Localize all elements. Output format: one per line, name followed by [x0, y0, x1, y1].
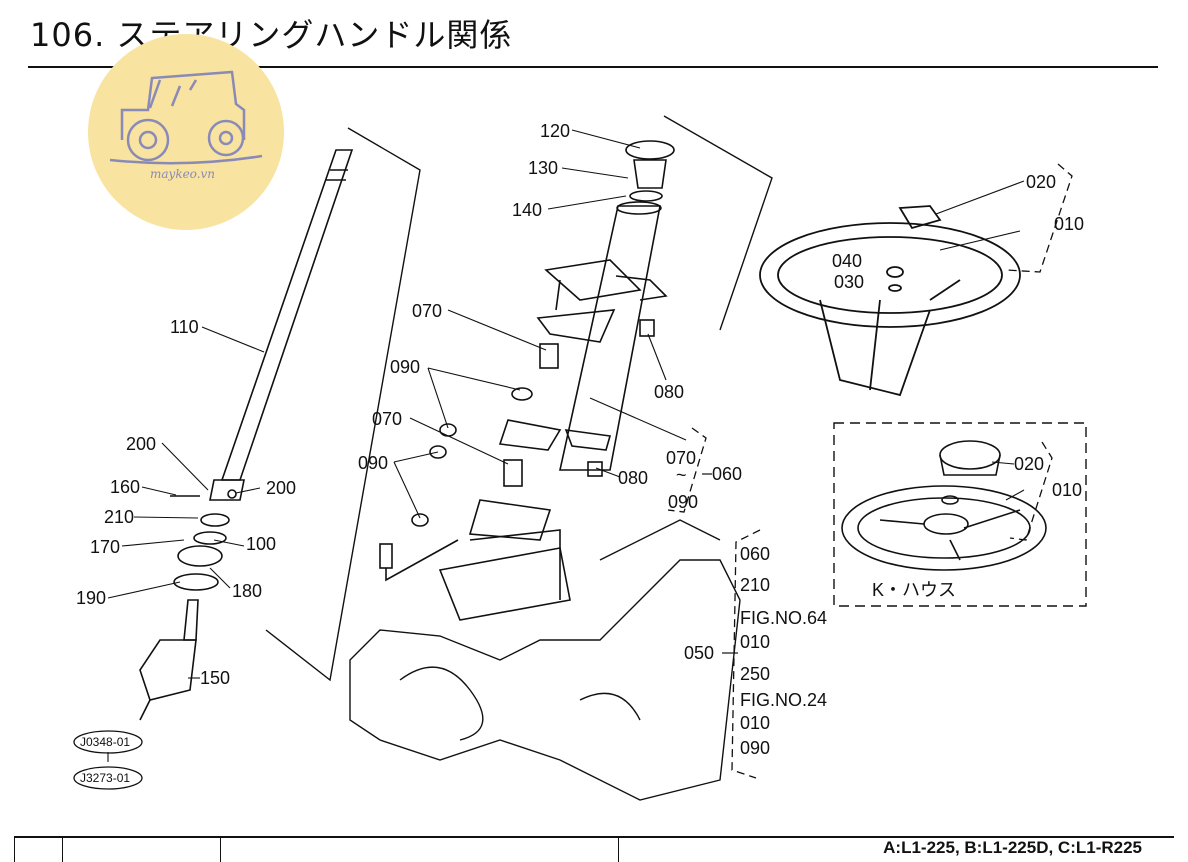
logo-circle — [88, 34, 284, 230]
leader-lines — [107, 129, 1025, 762]
ref-item: 090 — [740, 738, 770, 758]
part-label: 070 — [372, 409, 402, 429]
ref-item: 210 — [740, 575, 770, 595]
footer-cell — [220, 838, 221, 862]
part-label: 040 — [832, 251, 862, 271]
housing-outline — [349, 519, 741, 801]
part-label: 100 — [246, 534, 276, 554]
part-label: 030 — [834, 272, 864, 292]
ref-item: 010 — [740, 632, 770, 652]
part-label: 090 — [358, 453, 388, 473]
part-label: 090 — [390, 357, 420, 377]
part-label: 180 — [232, 581, 262, 601]
footer-cell — [62, 838, 63, 862]
steering-column — [379, 140, 675, 621]
part-label: 020 — [1026, 172, 1056, 192]
part-label: 130 — [528, 158, 558, 178]
page-title: 106. ステアリングハンドル関係 — [30, 16, 513, 54]
part-label: 120 — [540, 121, 570, 141]
brackets — [667, 163, 1073, 779]
code-oval — [73, 730, 143, 754]
part-label: 090 — [668, 492, 698, 512]
footer-cell — [14, 838, 15, 862]
code-oval — [73, 766, 143, 790]
part-label: 060 — [712, 464, 742, 484]
steering-shaft — [139, 149, 354, 721]
inset-box — [833, 422, 1087, 607]
footer-cell — [618, 838, 619, 862]
part-label: 010 — [1054, 214, 1084, 234]
part-label: 190 — [76, 588, 106, 608]
inset-label: K・ハウス — [872, 580, 956, 600]
steering-wheel — [759, 205, 1021, 397]
part-label: 010 — [1052, 480, 1082, 500]
part-label: 070 — [666, 448, 696, 468]
part-label: 150 — [200, 668, 230, 688]
tractor-icon — [109, 70, 263, 165]
assembly-frame — [265, 127, 421, 682]
part-label: 020 — [1014, 454, 1044, 474]
ref-item: 250 — [740, 664, 770, 684]
ref-item: 010 — [740, 713, 770, 733]
part-label: 140 — [512, 200, 542, 220]
inset-wheel — [841, 440, 1047, 571]
part-label: 210 — [104, 507, 134, 527]
part-label: 110 — [170, 317, 199, 337]
ref-item: FIG.NO.64 — [740, 608, 827, 628]
footer-table — [14, 836, 1174, 862]
part-label: 200 — [266, 478, 296, 498]
logo-text: maykeo.vn — [150, 167, 215, 181]
title-rule — [28, 66, 1158, 68]
part-label: 070 — [412, 301, 442, 321]
part-label: 080 — [618, 468, 648, 488]
part-label: 200 — [126, 434, 156, 454]
wheel-frame — [663, 115, 773, 331]
model-codes: A:L1-225, B:L1-225D, C:L1-R225 — [883, 838, 1142, 857]
ref-item: 060 — [740, 544, 770, 564]
part-label: 050 — [684, 643, 714, 663]
part-label: 080 — [654, 382, 684, 402]
part-label: 170 — [90, 537, 120, 557]
code-label: J0348-01 — [80, 735, 130, 749]
logo: maykeo.vn — [88, 34, 284, 230]
part-label: 160 — [110, 477, 140, 497]
range-tilde: ~ — [676, 465, 687, 485]
code-label: J3273-01 — [80, 771, 130, 785]
ref-item: FIG.NO.24 — [740, 690, 827, 710]
